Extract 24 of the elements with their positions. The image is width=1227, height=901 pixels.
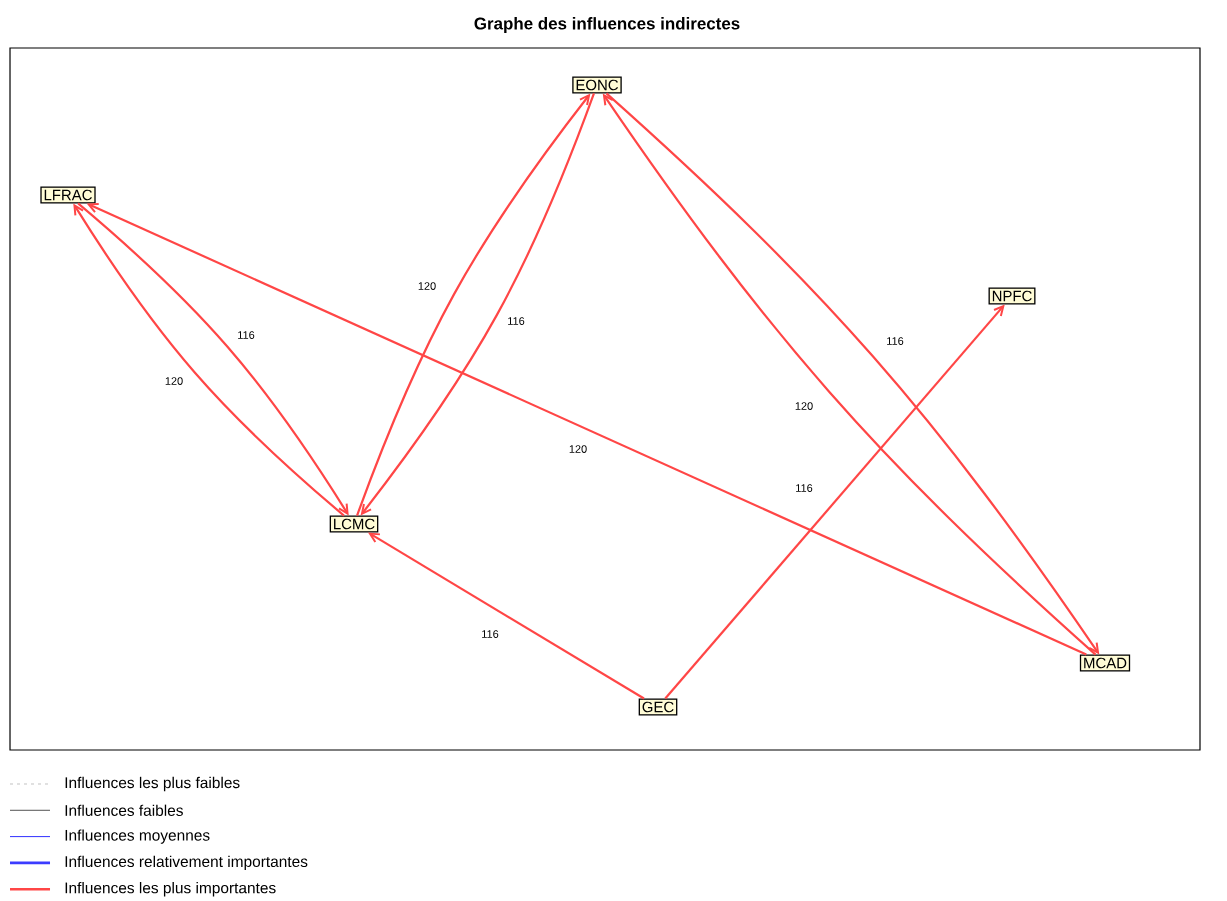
edge-label: 120 [163,376,185,386]
arrow [86,202,1087,656]
variable-box: MCAD [1079,654,1131,672]
edge-label: 116 [236,330,256,340]
arrow [368,532,645,700]
legend-text: Influences moyennes [65,829,210,844]
variable-box: NPFC [988,287,1036,305]
legend-text: Influences les plus importantes [65,882,276,897]
edge-label: 116 [885,336,905,346]
edge-label: 116 [794,483,814,493]
variable-box: GEC [638,698,678,716]
variable-box: LFRAC [40,186,96,204]
legend-text: Influences relativement importantes [65,855,308,871]
edge-label: 120 [416,281,438,291]
edge-label: 116 [480,629,500,639]
variable-box: LCMC [329,515,379,533]
legend-text: Influences les plus faibles [65,776,240,792]
arrow [664,304,1005,700]
variable-box: EONC [572,76,622,94]
edge-label: 120 [567,444,589,454]
title: Graphe des influences indirectes [474,17,740,33]
edge-label: 120 [793,401,815,411]
legend-text: Influences faibles [65,804,183,816]
edge-label: 116 [506,316,526,326]
